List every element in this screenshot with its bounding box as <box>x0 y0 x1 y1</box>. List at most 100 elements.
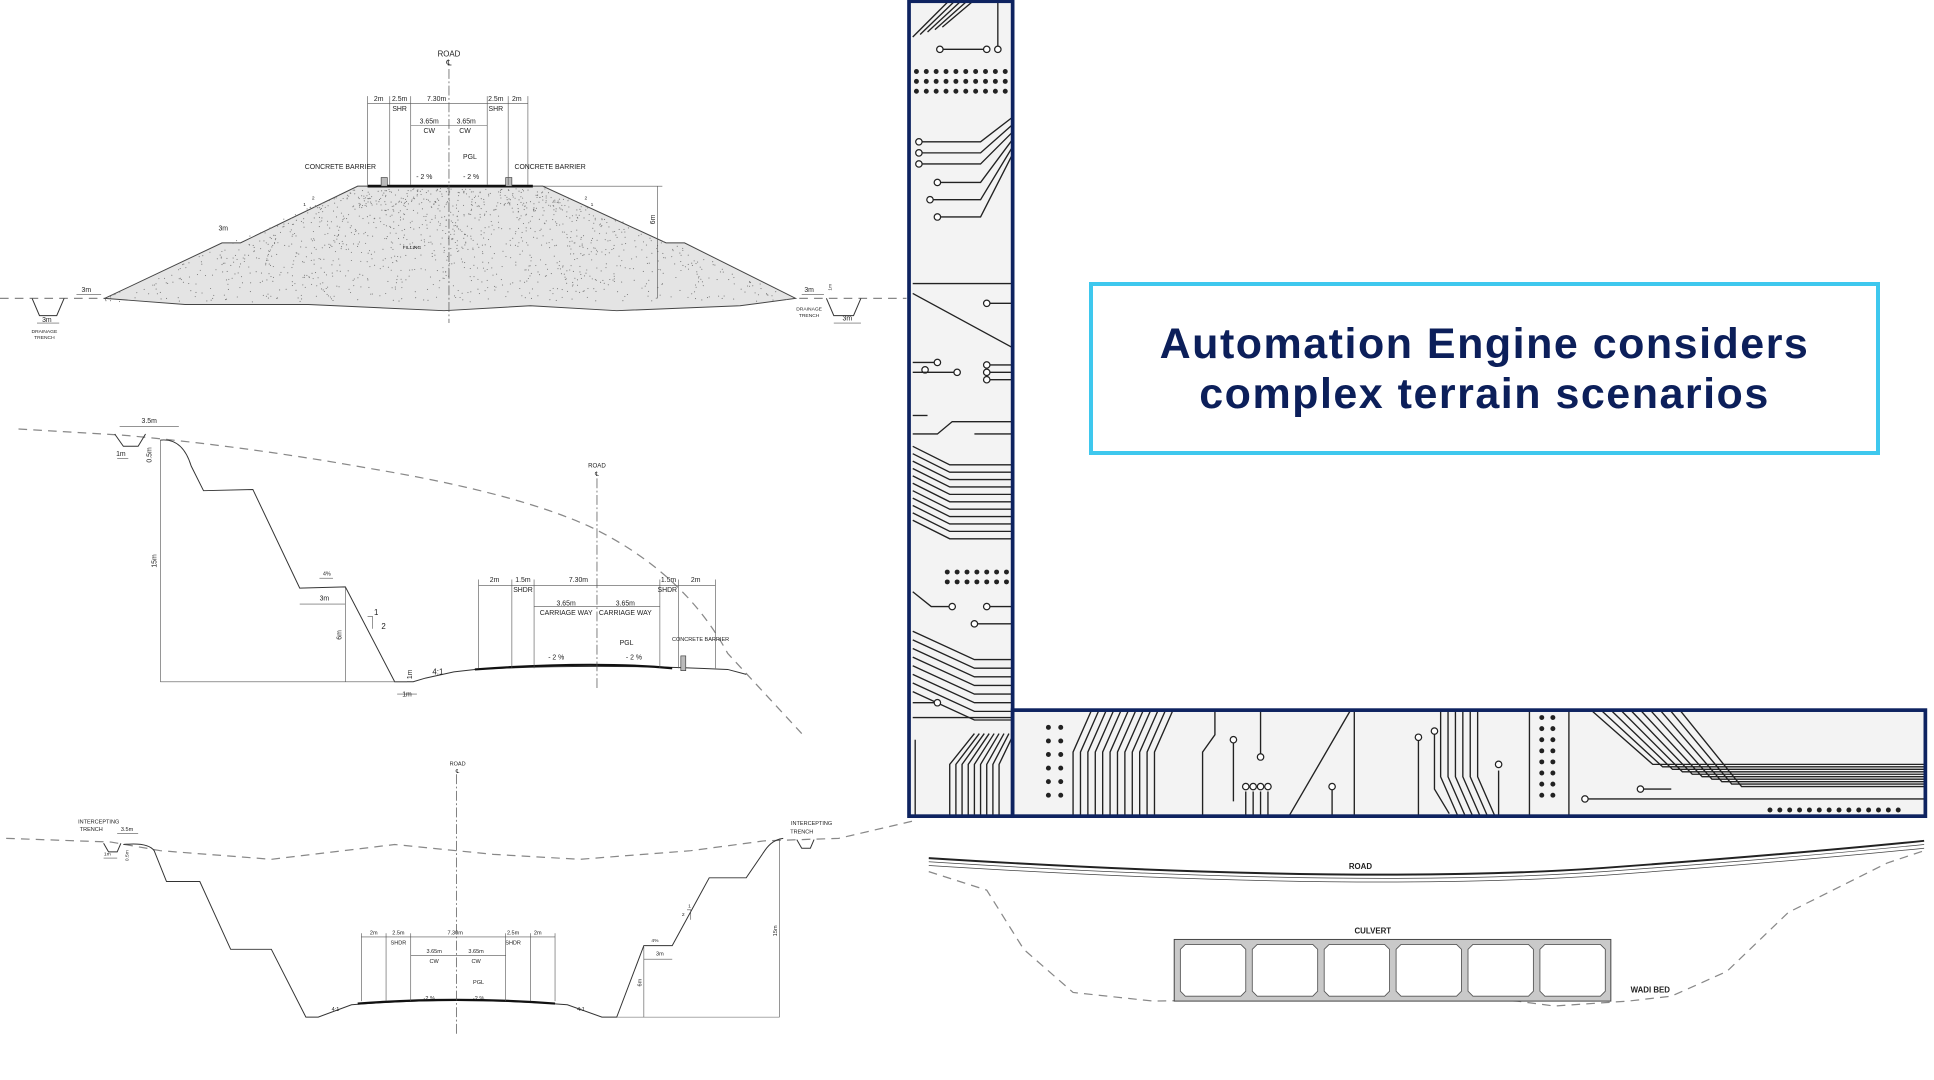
fill-texture-dot <box>448 267 450 269</box>
fill-texture-dot <box>658 268 660 271</box>
circuit-via <box>1045 779 1051 785</box>
fill-texture-dot <box>385 196 387 198</box>
fill-texture-dot <box>534 210 536 212</box>
fill-texture-dot <box>748 281 751 283</box>
fill-texture-dot <box>644 285 646 287</box>
circuit-trace <box>912 673 1013 704</box>
fill-texture-dot <box>163 277 166 279</box>
fill-texture-dot <box>196 274 199 276</box>
fill-texture-dot <box>579 208 581 210</box>
fill-texture-dot <box>716 279 718 281</box>
fill-texture-dot <box>456 216 458 218</box>
circuit-trace <box>1079 709 1100 817</box>
fill-texture-dot <box>345 248 347 251</box>
fill-texture-dot <box>399 210 401 212</box>
fill-texture-dot <box>369 214 371 216</box>
fill-texture-dot <box>270 275 272 278</box>
fill-texture-dot <box>143 288 145 291</box>
fill-texture-dot <box>631 258 633 260</box>
fill-texture-dot <box>400 197 402 199</box>
fill-texture-dot <box>283 218 285 220</box>
fill-texture-dot <box>518 219 520 221</box>
fill-texture-dot <box>494 289 496 291</box>
fill-texture-dot <box>516 217 518 219</box>
fill-texture-dot <box>317 207 319 209</box>
fill-texture-dot <box>695 286 697 288</box>
fill-texture-dot <box>574 277 576 279</box>
fill-texture-dot <box>249 235 251 237</box>
fill-texture-dot <box>537 194 539 196</box>
fill-texture-dot <box>571 298 573 300</box>
fill-texture-dot <box>198 256 200 258</box>
fill-texture-dot <box>435 296 438 298</box>
fill-texture-dot <box>429 201 431 203</box>
fill-texture-dot <box>600 226 602 228</box>
fill-texture-dot <box>359 204 361 207</box>
fill-texture-dot <box>621 231 623 233</box>
fill-texture-dot <box>211 274 214 276</box>
fill-texture-dot <box>368 193 370 195</box>
fill-texture-dot <box>509 228 511 230</box>
fill-texture-dot <box>616 236 618 239</box>
fill-texture-dot <box>232 242 234 244</box>
fill-texture-dot <box>396 279 398 281</box>
circuit-via <box>1876 807 1881 813</box>
circuit-via <box>913 78 919 84</box>
fill-texture-dot <box>450 211 452 213</box>
fill-texture-dot <box>156 293 158 295</box>
fill-texture-dot <box>309 207 311 209</box>
fill-texture-dot <box>575 290 577 292</box>
fill-texture-dot <box>504 194 506 197</box>
fill-texture-dot <box>599 224 601 226</box>
fill-texture-dot <box>389 191 391 193</box>
fill-texture-dot <box>501 188 503 190</box>
fill-texture-dot <box>589 275 591 277</box>
ground-line <box>18 428 803 734</box>
dim-label: 2m <box>534 931 542 937</box>
fill-texture-dot <box>545 275 547 277</box>
fill-texture-dot <box>270 295 272 297</box>
culvert-cell <box>1179 943 1247 997</box>
fill-texture-dot <box>478 206 480 208</box>
intercepting-trench <box>114 433 146 447</box>
fill-texture-dot <box>466 235 468 237</box>
slope-ratio: 1 <box>688 903 691 909</box>
circuit-via <box>1045 792 1051 798</box>
road-label: ROAD <box>1349 862 1373 871</box>
road-label: ROAD <box>450 762 466 768</box>
circuit-trace <box>912 490 1013 510</box>
fill-texture-dot <box>303 276 306 278</box>
fill-texture-dot <box>318 211 320 214</box>
dim-label: 2.5m <box>507 931 520 937</box>
fill-texture-dot <box>392 242 394 244</box>
fill-texture-dot <box>291 275 293 277</box>
headline-line-2: complex terrain scenarios <box>1199 369 1770 418</box>
fill-texture-dot <box>313 239 315 241</box>
fill-texture-dot <box>330 244 332 246</box>
circuit-traces <box>912 0 1015 817</box>
fill-texture-dot <box>588 213 590 215</box>
fill-texture-dot <box>439 223 441 225</box>
fill-texture-dot <box>466 225 468 227</box>
fill-texture-dot <box>719 271 721 273</box>
circuit-pad <box>921 366 929 374</box>
road-line <box>928 844 1925 879</box>
fill-texture-dot <box>593 247 595 249</box>
fill-texture-dot <box>567 200 569 202</box>
circuit-trace <box>912 292 1013 349</box>
fill-texture-dot <box>313 259 315 261</box>
fill-texture-dot <box>232 257 234 259</box>
fill-texture-dot <box>363 200 365 202</box>
fill-texture-dot <box>691 293 693 295</box>
circuit-trace <box>912 656 1013 687</box>
fill-texture-dot <box>326 293 328 295</box>
fill-texture-dot <box>748 285 751 287</box>
fill-texture-dot <box>613 244 615 247</box>
fill-texture-dot <box>332 260 334 262</box>
fill-texture-dot <box>444 216 446 218</box>
fill-texture-dot <box>233 261 235 263</box>
fill-texture-dot <box>526 207 528 209</box>
fill-texture-dot <box>405 279 407 281</box>
fill-texture-dot <box>339 226 341 228</box>
fill-texture-dot <box>566 282 568 284</box>
